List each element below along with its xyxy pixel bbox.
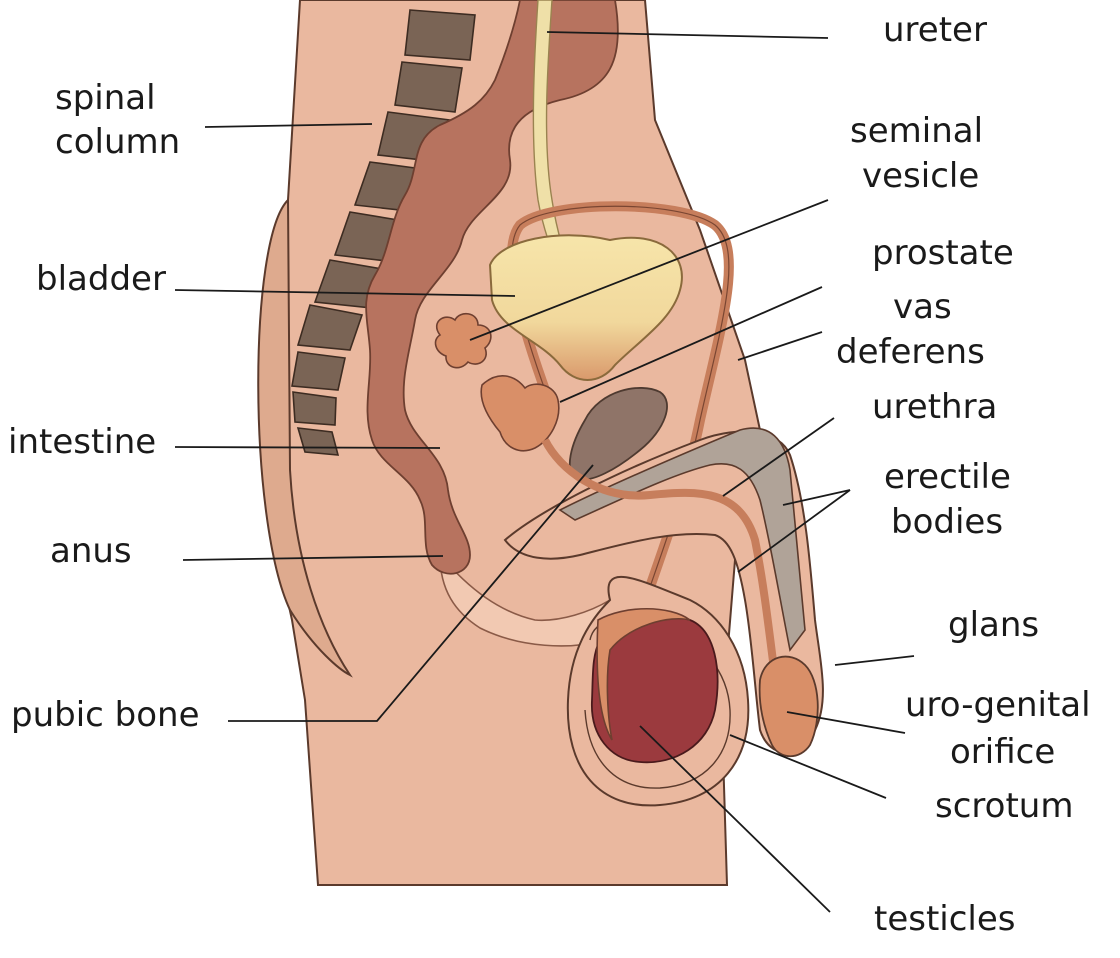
label-ureter: ureter: [883, 10, 987, 50]
label-pubic-bone: pubic bone: [11, 695, 200, 735]
label-glans: glans: [948, 605, 1039, 645]
label-vas-deferens-line1: vas: [893, 287, 952, 327]
label-prostate: prostate: [872, 233, 1014, 273]
label-erectile-bodies-line2: bodies: [891, 502, 1003, 542]
label-anus: anus: [50, 531, 132, 571]
label-scrotum: scrotum: [935, 786, 1073, 826]
label-urethra: urethra: [872, 387, 997, 427]
label-vas-deferens-line2: deferens: [836, 332, 985, 372]
label-intestine: intestine: [8, 422, 156, 462]
label-spinal-column-line2: column: [55, 122, 180, 162]
label-spinal-column-line1: spinal: [55, 78, 156, 118]
label-uro-genital-orifice-line2: orifice: [950, 732, 1055, 772]
label-testicles: testicles: [874, 899, 1016, 939]
label-bladder: bladder: [36, 259, 166, 299]
label-seminal-vesicle-line1: seminal: [850, 111, 983, 151]
label-uro-genital-orifice-line1: uro-genital: [905, 685, 1091, 725]
label-seminal-vesicle-line2: vesicle: [862, 156, 979, 196]
label-erectile-bodies-line1: erectile: [884, 457, 1011, 497]
